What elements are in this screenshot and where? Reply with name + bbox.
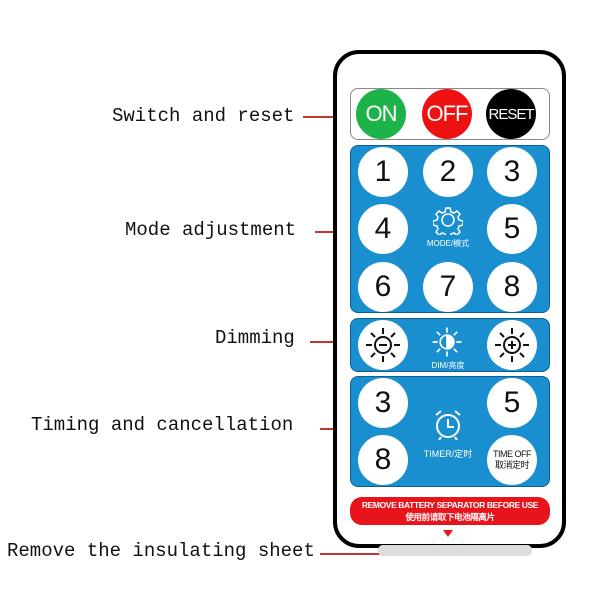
callout-switch-reset: Switch and reset <box>112 105 295 127</box>
callout-mode: Mode adjustment <box>125 219 297 241</box>
timer-3h-button[interactable]: 3 <box>358 378 408 428</box>
mode-button-1[interactable]: 1 <box>358 147 408 197</box>
mode-button-5[interactable]: 5 <box>487 204 537 254</box>
on-button[interactable]: ON <box>356 89 406 139</box>
reset-button[interactable]: RESET <box>486 89 536 139</box>
timer-off-label-cn: 取消定时 <box>494 460 530 470</box>
mode-button-6[interactable]: 6 <box>358 262 408 312</box>
callout-timing: Timing and cancellation <box>31 414 294 436</box>
gear-icon <box>433 207 463 235</box>
insulating-sheet-tab[interactable] <box>378 545 532 556</box>
callout-dimming: Dimming <box>215 327 295 349</box>
brightness-up-icon <box>495 328 529 362</box>
mode-button-2[interactable]: 2 <box>423 147 473 197</box>
dim-up-button[interactable] <box>487 320 537 370</box>
mode-caption: MODE/模式 <box>426 239 470 248</box>
callout-insulating-sheet: Remove the insulating sheet <box>7 540 315 562</box>
timer-off-button[interactable]: TIME OFF 取消定时 <box>487 435 537 485</box>
alarm-clock-icon <box>435 410 461 440</box>
dim-down-button[interactable] <box>358 320 408 370</box>
brightness-icon <box>432 327 462 357</box>
timer-5h-button[interactable]: 5 <box>487 378 537 428</box>
brightness-down-icon <box>366 328 400 362</box>
callout-line <box>320 553 380 555</box>
mode-button-7[interactable]: 7 <box>423 262 473 312</box>
callout-line <box>303 116 360 118</box>
off-button[interactable]: OFF <box>422 89 472 139</box>
banner-text-cn: 使用前请取下电池隔离片 <box>405 512 495 522</box>
dim-caption: DIM/亮度 <box>431 361 465 370</box>
mode-button-3[interactable]: 3 <box>487 147 537 197</box>
mode-button-8[interactable]: 8 <box>487 262 537 312</box>
mode-button-4[interactable]: 4 <box>358 204 408 254</box>
battery-warning-banner: REMOVE BATTERY SEPARATOR BEFORE USE 使用前请… <box>350 497 550 525</box>
timer-8h-button[interactable]: 8 <box>358 435 408 485</box>
timer-off-label: TIME OFF <box>493 449 532 459</box>
banner-text-en: REMOVE BATTERY SEPARATOR BEFORE USE <box>361 500 539 510</box>
arrow-down-icon <box>443 530 453 537</box>
timer-caption: TIMER/定时 <box>423 449 473 459</box>
callout-line <box>310 341 353 343</box>
